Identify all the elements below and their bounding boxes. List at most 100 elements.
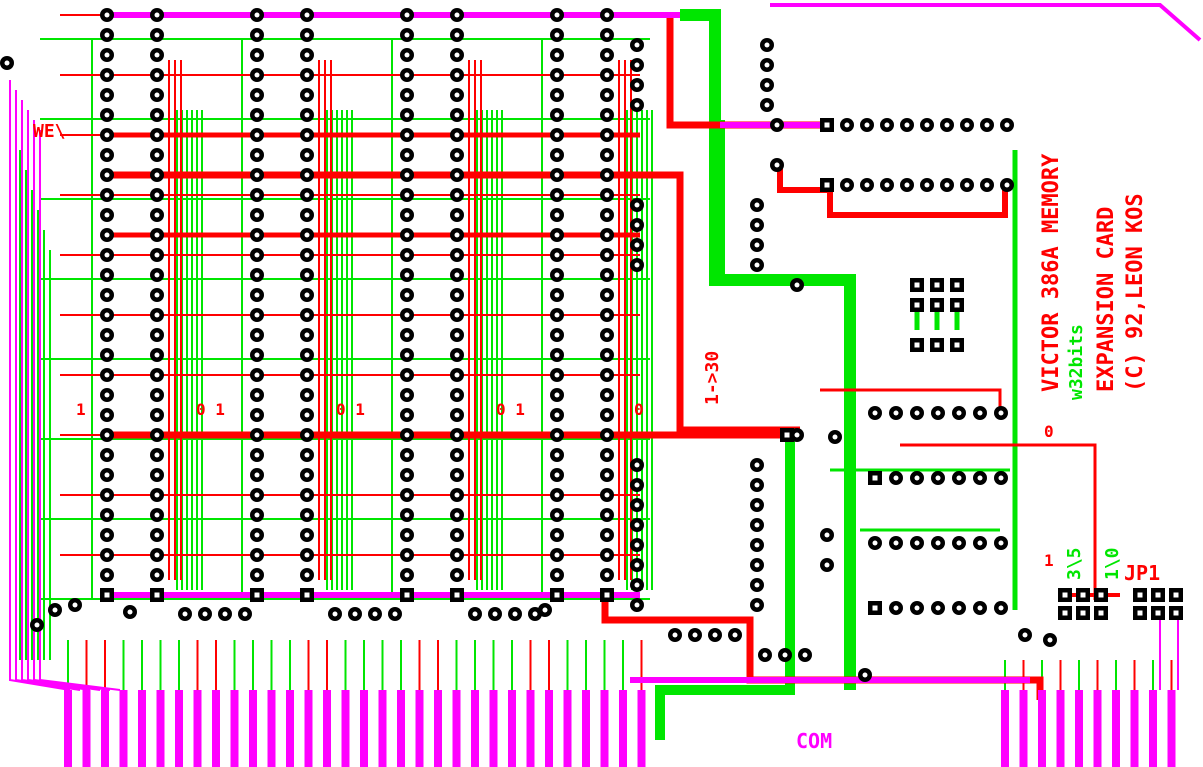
connector-finger — [138, 690, 146, 767]
pad-hole — [634, 542, 640, 548]
pad-hole — [104, 592, 110, 598]
pad-hole — [844, 122, 850, 128]
connector-finger — [1167, 690, 1176, 767]
pad-hole — [604, 352, 610, 358]
pad-hole — [893, 605, 899, 611]
pad-hole — [554, 172, 560, 178]
pad-hole — [844, 182, 850, 188]
connector-finger — [600, 690, 609, 767]
pad-hole — [954, 282, 960, 288]
pad-hole — [304, 252, 310, 258]
pad-hole — [404, 412, 410, 418]
pad-hole — [304, 112, 310, 118]
pad-hole — [554, 352, 560, 358]
connector-finger — [1093, 690, 1102, 767]
pad-hole — [304, 292, 310, 298]
pad-hole — [454, 572, 460, 578]
pad-hole — [104, 492, 110, 498]
connector-finger — [582, 690, 590, 767]
subtitle-32bits: w32bits — [1066, 324, 1087, 400]
pad-hole — [254, 252, 260, 258]
pad-hole — [154, 152, 160, 158]
pad-hole — [754, 482, 760, 488]
pad-hole — [824, 532, 830, 538]
pad-hole — [935, 475, 941, 481]
pad-hole — [154, 372, 160, 378]
pad-hole — [754, 582, 760, 588]
pad-hole — [254, 292, 260, 298]
pad-hole — [304, 12, 310, 18]
connector-finger — [101, 690, 109, 767]
pad-hole — [304, 352, 310, 358]
ground-rail — [680, 9, 856, 690]
pad-hole — [554, 152, 560, 158]
pad-hole — [304, 572, 310, 578]
pad-hole — [554, 132, 560, 138]
connector-finger — [1019, 690, 1028, 767]
pad-hole — [104, 72, 110, 78]
pad-hole — [154, 132, 160, 138]
pad-hole — [784, 432, 790, 438]
pad-hole — [984, 182, 990, 188]
pad-hole — [604, 152, 610, 158]
pad-hole — [304, 212, 310, 218]
pad-hole — [692, 632, 698, 638]
address-trace — [27, 110, 101, 691]
pad-hole — [104, 432, 110, 438]
pad-hole — [754, 542, 760, 548]
pad-hole — [554, 192, 560, 198]
pad-hole — [984, 122, 990, 128]
label-jp1: JP1 — [1124, 561, 1160, 585]
pad-hole — [254, 192, 260, 198]
pad-hole — [154, 272, 160, 278]
pad-hole — [454, 452, 460, 458]
pad-hole — [634, 262, 640, 268]
pad-hole — [1022, 632, 1028, 638]
pad-hole — [774, 162, 780, 168]
pad-hole — [404, 252, 410, 258]
pad-hole — [454, 32, 460, 38]
pad-hole — [1004, 182, 1010, 188]
pad-hole — [604, 72, 610, 78]
pad-hole — [454, 332, 460, 338]
pad-hole — [154, 412, 160, 418]
label-zero-one-c: 0 1 — [496, 400, 525, 419]
pad-hole — [254, 352, 260, 358]
pad-hole — [454, 72, 460, 78]
pad-hole — [472, 611, 478, 617]
pad-hole — [604, 472, 610, 478]
pad-hole — [762, 652, 768, 658]
pad-hole — [404, 312, 410, 318]
pad-hole — [754, 602, 760, 608]
address-trace — [33, 120, 111, 691]
ground-rail — [655, 440, 795, 740]
pad-hole — [554, 332, 560, 338]
pad-hole — [977, 605, 983, 611]
pad-hole — [774, 122, 780, 128]
pad-hole — [454, 492, 460, 498]
pad-hole — [492, 611, 498, 617]
pad-hole — [154, 452, 160, 458]
pad-hole — [634, 42, 640, 48]
pad-hole — [454, 232, 460, 238]
label-one-zero: 1\0 — [1102, 547, 1123, 580]
connector-finger — [1112, 690, 1120, 767]
connector-finger — [397, 690, 405, 767]
address-trace — [21, 100, 91, 691]
pad-hole — [182, 611, 188, 617]
pad-hole — [672, 632, 678, 638]
pad-hole — [872, 410, 878, 416]
edge-connector-traces — [9, 3, 1202, 691]
pad-hole — [914, 540, 920, 546]
pad-hole — [454, 172, 460, 178]
pad-hole — [254, 592, 260, 598]
pad-hole — [454, 52, 460, 58]
pad-hole — [1173, 610, 1179, 616]
pad-hole — [754, 462, 760, 468]
pad-hole — [304, 72, 310, 78]
pad-hole — [104, 512, 110, 518]
pad-hole — [254, 92, 260, 98]
pad-hole — [604, 132, 610, 138]
pad-hole — [604, 212, 610, 218]
pad-hole — [154, 72, 160, 78]
